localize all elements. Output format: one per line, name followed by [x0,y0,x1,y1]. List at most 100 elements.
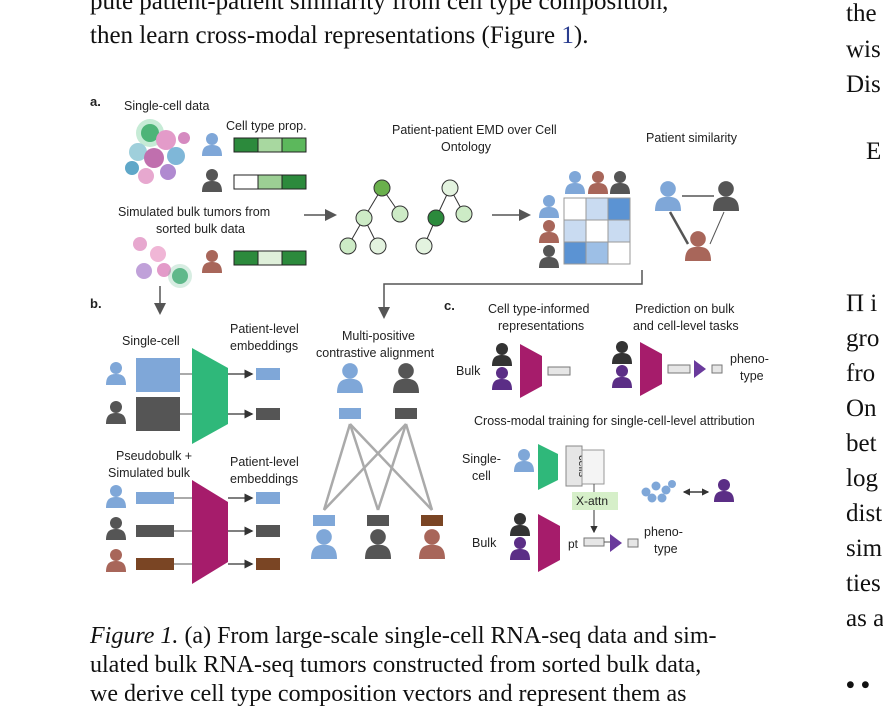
right-column-line: Π i [846,290,878,317]
panel-b-label: b. [90,296,102,311]
embedding-vector [547,366,571,376]
right-column-line: gro [846,325,880,352]
patient-embedding [313,515,335,526]
pt-label: pt [568,537,579,551]
patient-icon [539,220,559,243]
patient-similarity-label: Patient similarity [646,131,738,145]
bulk-data-row [136,558,174,570]
cell-ontology-tree-icon [339,179,409,255]
phenotype-label-2: type [740,369,764,383]
patient-icon [492,367,512,390]
arrow [378,270,643,319]
multi-positive-label-2: contrastive alignment [316,346,435,360]
patient-icon [311,529,337,559]
patient-icon [565,171,585,194]
patient-icon [539,195,559,218]
cell-cluster-icon [641,480,676,503]
single-cell-label-1: Single- [462,452,501,466]
bulk-label: Bulk [472,536,497,550]
patient-icon [365,529,391,559]
figure-reference-link[interactable]: 1 [561,22,574,49]
pseudobulk-label-1: Pseudobulk + [116,449,192,463]
patient-embedding [367,515,389,526]
patient-level-label-2: embeddings [230,472,298,486]
x-attn-block [572,492,618,510]
right-column-line: as a [846,605,883,632]
prediction-head-icon [610,534,622,552]
right-column-line: log [846,465,878,492]
right-column-line: • • [846,672,870,699]
cell-ontology-tree-icon [415,179,473,255]
cell-type-prop-bar [233,137,307,153]
bulk-label: Bulk [456,364,481,378]
bulk-data-row [136,525,174,537]
right-column-line: E [866,138,882,165]
figure-caption-line-1: Figure 1. (a) From large-scale single-ce… [90,622,716,651]
bulk-data-row [136,492,174,504]
patient-level-label-1: Patient-level [230,322,299,336]
bulk-encoder [538,514,560,572]
simulated-bulk-label-2: sorted bulk data [156,222,245,236]
cells-matrix [581,449,605,485]
patient-level-label-1: Patient-level [230,455,299,469]
right-column-line: bet [846,430,877,457]
patient-icon [106,401,126,424]
patient-embedding [256,492,280,504]
right-column-line: sim [846,535,883,562]
patient-embedding [256,525,280,537]
patient-icon [202,133,222,156]
single-cell-cluster-icon [125,119,190,184]
prediction-label-2: and cell-level tasks [633,319,739,333]
patient-embedding [256,408,280,420]
patient-icon [510,513,530,536]
phenotype-output [627,538,639,548]
contrastive-links [322,423,434,511]
phenotype-label-2: type [654,542,678,556]
phenotype-label-1: pheno- [730,352,769,366]
bulk-encoder [520,344,542,398]
bulk-tumor-cells-icon [133,237,192,288]
x-attn-label: X-attn [576,494,608,508]
prediction-head-icon [694,360,706,378]
simulated-bulk-label-1: Simulated bulk tumors from [118,205,270,219]
panel-a-label: a. [90,94,101,109]
patient-icon [510,537,530,560]
figure-caption-text: (a) From large-scale single-cell RNA-seq… [178,623,717,649]
patient-icon [202,250,222,273]
patient-icon [106,549,126,572]
body-text-line-1: pute patient-patient similarity from cel… [90,0,669,15]
patient-level-label-2: embeddings [230,339,298,353]
right-column-line: dist [846,500,883,527]
patient-icon [612,341,632,364]
patient-similarity-graph [655,181,739,261]
single-cell-label: Single-cell [122,334,180,348]
cell-type-prop-label: Cell type prop. [226,119,307,133]
patient-icon [337,363,363,393]
cross-modal-label: Cross-modal training for single-cell-lev… [474,414,755,428]
right-column-line: On [846,395,877,422]
single-cell-data-block [136,397,180,431]
figure-1: a. Single-cell data Cell type prop. Simu… [88,88,800,600]
patient-icon [612,365,632,388]
figure-caption-label: Figure 1. [90,623,179,649]
right-column-line: the [846,0,877,27]
body-text-line-2-end: ). [573,22,589,49]
right-column-line: fro [846,360,876,387]
right-column-line: ties [846,570,881,597]
figure-diagram: a. Single-cell data Cell type prop. Simu… [90,94,769,584]
body-text-line-2-part: then learn cross-modal representations (… [90,22,562,49]
patient-icon [610,171,630,194]
patient-icon [514,449,534,472]
emd-label-1: Patient-patient EMD over Cell [392,123,557,137]
single-cell-data-label: Single-cell data [124,99,210,113]
patient-icon [202,169,222,192]
phenotype-label-1: pheno- [644,525,683,539]
embedding-vector [667,364,691,374]
cell-type-prop-bar [233,250,307,266]
patient-icon [539,245,559,268]
right-column-line: wis [846,36,881,63]
patient-icon [419,529,445,559]
patient-embedding [339,408,361,419]
figure-caption-line-2: ulated bulk RNA-seq tumors constructed f… [90,652,702,678]
emd-label-2: Ontology [441,140,492,154]
